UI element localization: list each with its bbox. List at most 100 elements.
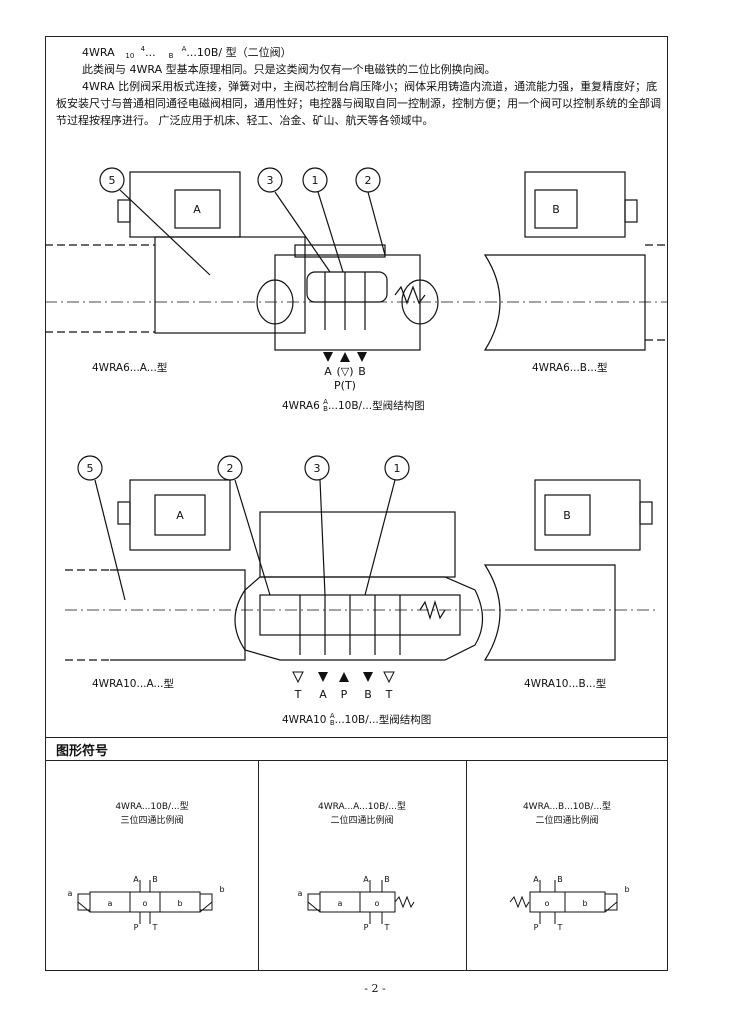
- port-a-6: A: [324, 365, 332, 378]
- symbol-2-model: 4WRA...A...10B/...型: [318, 802, 406, 812]
- valve-diagram-1: 5 3 1 2 A B A (▽) B P(T): [45, 167, 668, 392]
- solenoid2-b-label-box: [544, 494, 591, 536]
- valve2-cover: [259, 511, 456, 578]
- symbol-1-graphic: a o b a b A B P T: [68, 875, 225, 932]
- port-p-10: P: [341, 688, 348, 700]
- solenoid-b-connector: [524, 171, 626, 238]
- intro-para-2: 4WRA 比例阀采用板式连接，弹簧对中，主阀芯控制台肩压降小；阀体采用铸造内流道…: [56, 80, 661, 127]
- sym2-port-b: B: [384, 875, 390, 884]
- solenoid2-a-label-box: [154, 494, 206, 536]
- sym2-port-t: T: [384, 923, 390, 932]
- heading-mid: ...: [145, 46, 156, 59]
- port-pt-6: P(T): [334, 379, 356, 392]
- label-4wra6-b: 4WRA6...B...型: [532, 362, 608, 374]
- sym1-port-a: A: [133, 875, 139, 884]
- sym3-port-a: A: [533, 875, 539, 884]
- sym1-port-t: T: [152, 923, 158, 932]
- sym1-left: a: [108, 899, 113, 908]
- solenoid-a-label: A: [193, 203, 201, 216]
- caption-10-suffix: ...10B/...型阀结构图: [334, 714, 432, 726]
- callout-2-c: 3: [314, 462, 321, 475]
- ab-bottom: B: [168, 52, 174, 60]
- callout-1-c: 1: [312, 174, 319, 187]
- solenoid2-a-label: A: [176, 509, 184, 522]
- sym3-port-b: B: [557, 875, 563, 884]
- caption-10-prefix: 4WRA10: [282, 714, 327, 726]
- sup-top: 4: [140, 45, 146, 53]
- port-a-10: A: [319, 688, 327, 700]
- symbol-2-graphic: a o a A B P T: [298, 875, 415, 932]
- solenoid-a-body: [154, 236, 306, 334]
- caption-10-ab-bottom: B: [329, 719, 335, 727]
- solenoid-b-label-box: [534, 189, 578, 229]
- caption-6-prefix: 4WRA6: [282, 400, 320, 412]
- page-frame: [45, 36, 668, 971]
- symbol-3-model: 4WRA...B...10B/...型: [522, 802, 612, 812]
- port-t1-10: T: [294, 688, 302, 700]
- cell-divider-2: [466, 761, 467, 971]
- label-4wra10-b: 4WRA10...B...型: [524, 678, 607, 690]
- sym1-sol-l: a: [68, 889, 73, 898]
- caption-6-suffix: ...10B/...型阀结构图: [327, 400, 425, 412]
- caption-6-ab-bottom: B: [323, 405, 328, 413]
- sym1-port-b: B: [152, 875, 158, 884]
- symbol-3-title: 4WRA...B...10B/...型 二位四通比例阀: [467, 800, 667, 828]
- sym1-port-p: P: [134, 923, 139, 932]
- symbol-1-model: 4WRA...10B/...型: [115, 802, 189, 812]
- connector-screw-left: [117, 199, 131, 223]
- heading-suffix: ...10B/ 型（二位阀）: [186, 46, 292, 59]
- sym1-right: b: [177, 899, 182, 908]
- label-4wra10-a: 4WRA10...A...型: [92, 678, 175, 690]
- port-t2-10: T: [385, 688, 393, 700]
- solenoid2-b-connector: [534, 479, 641, 551]
- sym2-port-p: P: [364, 923, 369, 932]
- sym2-left: a: [338, 899, 343, 908]
- port-b-10: B: [364, 688, 372, 700]
- solenoid2-a-body: [110, 569, 246, 661]
- port-tank-6: (▽): [336, 365, 353, 378]
- sym3-port-p: P: [534, 923, 539, 932]
- symbol-2-desc: 二位四通比例阀: [330, 816, 394, 826]
- sym2-sol-l: a: [298, 889, 303, 898]
- port-b-6: B: [358, 365, 366, 378]
- solenoid2-b-label: B: [563, 509, 571, 522]
- solenoid-a-connector: [129, 171, 241, 238]
- sym3-mid: o: [545, 899, 550, 908]
- valve-body-10: [234, 576, 484, 661]
- sym2-mid: o: [375, 899, 380, 908]
- label-4wra6-a: 4WRA6...A...型: [92, 362, 168, 374]
- heading-model: 4WRA: [82, 46, 115, 59]
- solenoid-b-label: B: [552, 203, 560, 216]
- spring-10: [419, 599, 446, 621]
- sym3-right: b: [582, 899, 587, 908]
- solenoid-a-label-box: [174, 189, 221, 229]
- solenoid2-b-body: [483, 564, 616, 661]
- sym2-port-a: A: [363, 875, 369, 884]
- valve-diagram-2: 5 2 3 1 A B T A P B T: [65, 455, 655, 700]
- caption-10-ab-top: A: [329, 712, 335, 720]
- callout-1-b: 3: [267, 174, 274, 187]
- page-number: - 2 -: [364, 982, 386, 995]
- intro-para-1: 此类阀与 4WRA 型基本原理相同。只是这类阀为仅有一个电磁铁的二位比例换向阀。: [82, 63, 496, 76]
- sym3-sol-r: b: [624, 885, 629, 894]
- callout-1-d: 2: [365, 174, 372, 187]
- sym1-mid: o: [143, 899, 148, 908]
- symbol-1-title: 4WRA...10B/...型 三位四通比例阀: [52, 800, 252, 828]
- callout-2-a: 5: [87, 462, 94, 475]
- callout-2-d: 1: [394, 462, 401, 475]
- solenoid-b-body: [483, 254, 646, 351]
- sup-bottom: 10: [125, 52, 135, 60]
- callout-1-a: 5: [109, 174, 116, 187]
- symbol-3-desc: 二位四通比例阀: [535, 816, 599, 826]
- section-title: 图形符号: [56, 744, 109, 759]
- symbol-3-graphic: o b b A B P T: [509, 875, 630, 932]
- cell-divider-1: [258, 761, 259, 971]
- callout-2-b: 2: [227, 462, 234, 475]
